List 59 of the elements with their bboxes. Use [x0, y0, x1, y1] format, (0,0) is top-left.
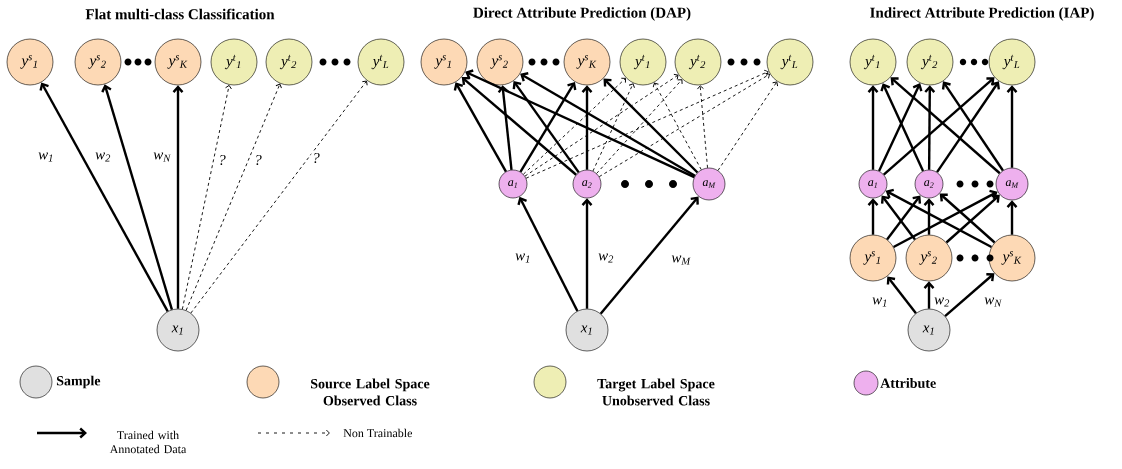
- edge-label: ?: [253, 153, 263, 167]
- arrow: [497, 85, 513, 170]
- panel-title: Flat multi-class Classification: [85, 8, 275, 20]
- edge-label: ?: [311, 151, 321, 165]
- edge-label: w$_{M}$: [670, 254, 692, 266]
- arrow: [598, 72, 770, 178]
- arrow: [697, 85, 708, 169]
- arrow: [599, 196, 699, 315]
- arrow: [101, 84, 174, 310]
- arrow: [939, 193, 996, 244]
- edge-label: w$_{N}$: [983, 296, 1003, 308]
- legend-text: Sample: [56, 375, 101, 389]
- arrow: [945, 194, 1000, 244]
- edge-label: w$_{1}$: [37, 151, 55, 163]
- arrow: [867, 198, 879, 235]
- edge-label: w$_{2}$: [94, 151, 112, 163]
- arrow: [512, 80, 580, 174]
- arrow: [1006, 85, 1018, 168]
- arrow: [886, 195, 922, 241]
- arrow: [924, 85, 936, 170]
- edge-label: w$_{2}$: [933, 296, 951, 308]
- legend-text: Source Label Space Observed Class: [311, 378, 430, 406]
- arrow: [185, 83, 282, 311]
- arrow: [181, 85, 232, 310]
- arrow: [944, 273, 995, 317]
- arrow: [717, 81, 779, 171]
- arrow: [592, 83, 635, 172]
- arrow: [465, 69, 695, 179]
- arrow: [1006, 200, 1018, 235]
- arrow: [652, 82, 702, 171]
- arrow: [923, 198, 935, 235]
- arrow: [880, 195, 916, 241]
- arrow: [581, 198, 593, 309]
- edge-label: w$_{2}$: [597, 252, 615, 264]
- arrow: [461, 76, 577, 176]
- arrow: [522, 77, 626, 175]
- edge-label: ?: [217, 153, 227, 167]
- legend-text: Attribute: [880, 378, 936, 388]
- legend-text: Trained with Annotated Data: [109, 430, 187, 454]
- arrow: [603, 78, 699, 174]
- legend-text: Target Label Space Unobserved Class: [597, 378, 715, 406]
- edge-label: w$_{N}$: [152, 151, 172, 163]
- arrow: [923, 281, 935, 309]
- arrow: [39, 82, 169, 312]
- arrow: [453, 82, 507, 173]
- edge-label: w$_{1}$: [514, 252, 532, 264]
- arrow: [517, 196, 579, 312]
- arrow: [190, 80, 368, 314]
- legend-text: Non Trainable: [343, 428, 412, 438]
- arrow: [886, 276, 917, 314]
- edge-label: w$_{1}$: [871, 296, 889, 308]
- arrow: [596, 79, 683, 174]
- panel-title: Indirect Attribute Prediction (IAP): [870, 7, 1094, 21]
- panel-title: Direct Attribute Prediction (DAP): [473, 7, 691, 21]
- arrow: [519, 81, 577, 173]
- arrow: [867, 85, 879, 170]
- arrow: [525, 69, 769, 179]
- arrow: [581, 85, 593, 170]
- arrow: [172, 85, 184, 309]
